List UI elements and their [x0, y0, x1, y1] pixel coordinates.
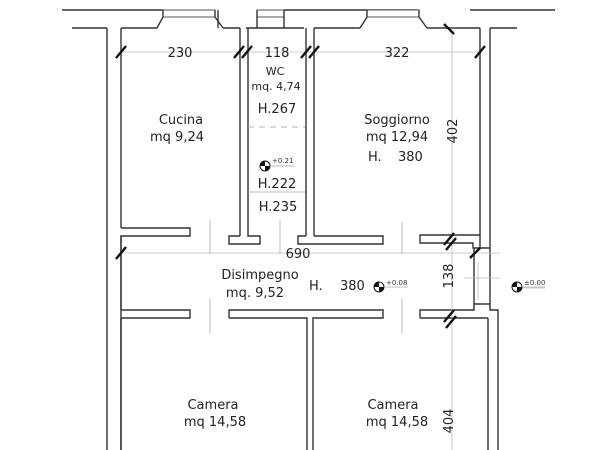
room-soggiorno-name: Soggiorno [364, 113, 430, 128]
dim-disimpegno-length: 690 [286, 247, 311, 262]
room-wc-height-1: H.267 [258, 102, 297, 117]
dimension-lines [121, 28, 545, 450]
dim-disimpegno-depth: 138 [442, 264, 457, 289]
room-camera-2-name: Camera [367, 398, 418, 413]
elevation-disimpegno-value: +0.08 [386, 279, 407, 287]
dim-camera-depth: 404 [442, 409, 457, 434]
elevation-marker-exterior: ±0.00 [511, 279, 545, 293]
room-wc-height-3: H.235 [259, 200, 298, 215]
room-wc-name: WC [266, 65, 285, 78]
door-lines [209, 220, 403, 333]
elevation-marker-wc: +0.21 [259, 157, 295, 172]
room-soggiorno-height-label: H. [368, 150, 382, 165]
dimension-ticks [115, 23, 486, 329]
elevation-exterior-value: ±0.00 [524, 279, 545, 287]
room-labels: Cucina mq 9,24 WC mq. 4,74 H.267 H.222 H… [150, 65, 430, 430]
room-disimpegno-name: Disimpegno [221, 268, 298, 283]
elevation-marker-disimpegno: +0.08 [373, 279, 408, 293]
wall-cucina [120, 28, 261, 450]
room-camera-1-name: Camera [187, 398, 238, 413]
dim-soggiorno-depth: 402 [446, 119, 461, 144]
room-disimpegno-height-label: H. [309, 279, 323, 294]
room-wc-height-2: H.222 [258, 177, 297, 192]
elevation-wc-value: +0.21 [272, 157, 293, 165]
room-soggiorno-height-value: 380 [398, 150, 423, 165]
wall-wc [248, 28, 384, 245]
wall-disimpegno [120, 248, 499, 450]
dim-wc-width: 118 [265, 46, 290, 61]
room-cucina-name: Cucina [159, 113, 203, 128]
room-cucina-area: mq 9,24 [150, 130, 204, 145]
room-camera-1-area: mq 14,58 [184, 415, 246, 430]
exterior-walls [62, 9, 555, 450]
room-disimpegno-area: mq. 9,52 [226, 286, 284, 301]
dim-cucina-width: 230 [168, 46, 193, 61]
dimension-labels: 230 118 322 402 690 138 404 [168, 46, 461, 433]
room-camera-2-area: mq 14,58 [366, 415, 428, 430]
room-soggiorno-area: mq 12,94 [366, 130, 428, 145]
room-wc-area: mq. 4,74 [251, 80, 300, 93]
room-disimpegno-height-value: 380 [340, 279, 365, 294]
dim-soggiorno-width: 322 [385, 46, 410, 61]
